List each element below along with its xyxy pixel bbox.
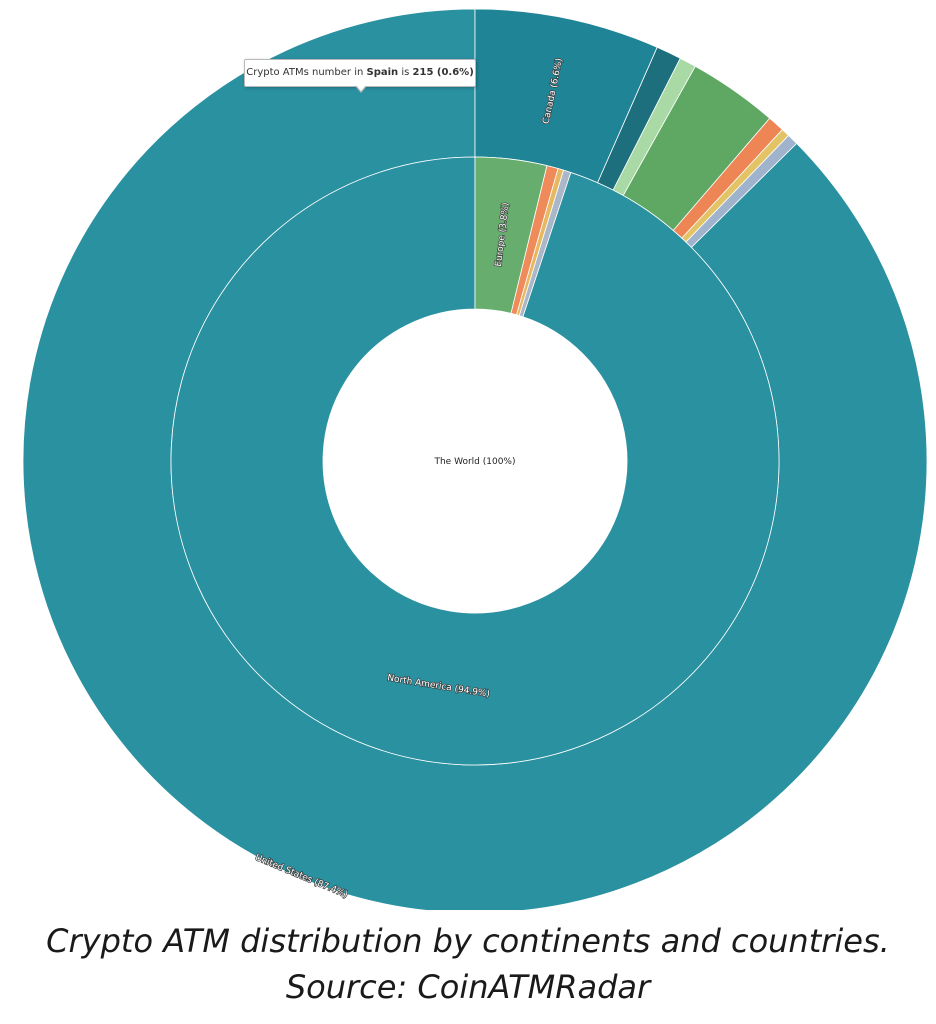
tooltip-arrow-fill	[356, 85, 366, 91]
caption-line-2: Source: CoinATMRadar	[285, 968, 651, 1006]
tooltip-connector: is	[401, 67, 410, 78]
continent-asia[interactable]	[510, 165, 559, 316]
caption-line-1: Crypto ATM distribution by continents an…	[46, 922, 890, 960]
continent-ring	[170, 156, 780, 766]
tooltip: Crypto ATMs number in Spain is 215 (0.6%…	[244, 59, 476, 87]
center-disc[interactable]	[323, 309, 627, 613]
center-label: The World (100%)	[433, 457, 515, 467]
tooltip-country: Spain	[366, 67, 399, 78]
tooltip-prefix: Crypto ATMs number in	[246, 67, 364, 78]
tooltip-value: 215 (0.6%)	[412, 67, 474, 78]
country-ring	[22, 8, 928, 910]
caption: Crypto ATM distribution by continents an…	[0, 918, 936, 1010]
sunburst-chart: The World (100%) North America (94.9%)Eu…	[22, 8, 928, 910]
